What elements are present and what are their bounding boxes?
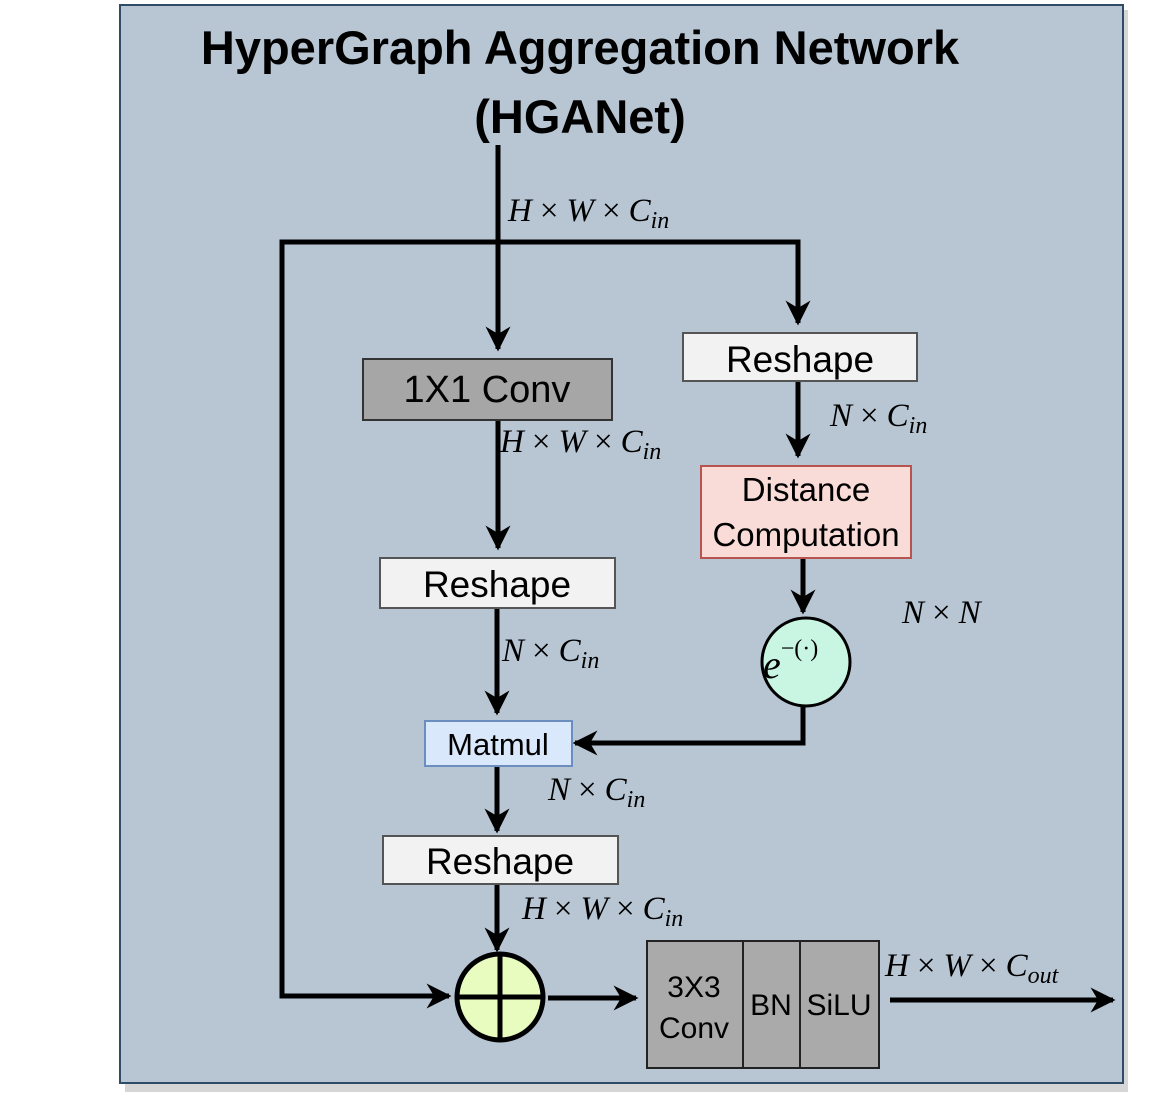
reshape-left-label: Reshape [423, 564, 571, 605]
shape-label-output: H×W×Cout [884, 948, 1060, 989]
reshape-bottom-block: Reshape [382, 835, 619, 885]
conv1x1-label: 1X1 Conv [404, 369, 571, 411]
conv1x1-block: 1X1 Conv [362, 358, 613, 421]
reshape-right-label: Reshape [726, 339, 874, 380]
exp-node: e−(·) [760, 616, 852, 708]
silu-label: SiLU [806, 989, 871, 1022]
reshape-bottom-label: Reshape [426, 841, 574, 882]
shape-label-after-conv1x1: H×W×Cin [499, 424, 661, 465]
skip-connection-line [279, 145, 501, 1009]
diagram-title-line2: (HGANet) [474, 90, 685, 143]
panel [119, 4, 1124, 1084]
reshape-left-block: Reshape [379, 557, 616, 609]
conv3x3-bn-silu-block: 3X3 Conv BN SiLU [646, 940, 880, 1069]
shape-label-after-reshape-bottom: H×W×Cin [521, 891, 683, 932]
diagram-title-line1: HyperGraph Aggregation Network [201, 21, 960, 74]
input-to-reshape-arrow [498, 239, 811, 326]
shape-label-after-reshape-left: N×Cin [501, 633, 599, 674]
distance-label-line1: Distance [742, 471, 870, 508]
bn-label: BN [750, 989, 792, 1022]
shape-label-after-matmul: N×Cin [547, 772, 645, 813]
matmul-label: Matmul [447, 727, 549, 762]
shape-label-input: H×W×Cin [507, 193, 669, 234]
exp-node-label: e−(·) [763, 636, 818, 687]
conv3x3-label-line2: Conv [659, 1012, 729, 1045]
shape-label-after-reshape-right: N×Cin [829, 398, 927, 439]
add-node-icon [454, 951, 546, 1043]
conv3x3-label-line1: 3X3 [667, 971, 720, 1004]
distance-computation-block: Distance Computation [700, 465, 912, 559]
matmul-block: Matmul [424, 720, 573, 767]
exp-to-matmul-arrow [572, 705, 806, 756]
distance-label-line2: Computation [712, 516, 899, 553]
shape-label-distance-output: N×N [901, 595, 983, 631]
reshape-right-block: Reshape [682, 332, 918, 382]
connectors [279, 145, 1116, 1013]
